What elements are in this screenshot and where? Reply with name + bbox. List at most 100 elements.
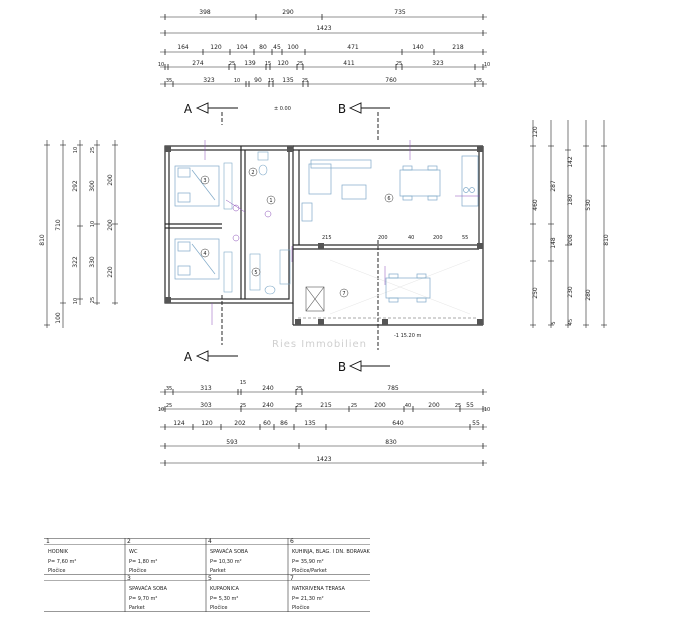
dim-label: 25 [240, 403, 246, 409]
legend-room-3: 3 SPAVAĆA SOBA P= 9,70 m² Parket [125, 575, 206, 612]
left-dimension-labels: 810 710 100 292 322 10 10 300 330 25 10 … [39, 147, 114, 324]
dim-label: 785 [387, 385, 399, 392]
legend-room-7: 7 NATKRIVENA TERASA P= 21,30 m² Pločice [288, 575, 370, 612]
level-note: -1 15.20 m [394, 333, 421, 339]
room-number-5: 5 [254, 270, 257, 276]
legend-room-name: KUHINJA, BLAG. I DN. BORAVAK [292, 549, 370, 555]
dim-label: 86 [280, 420, 288, 427]
top-dimension-labels: 398 290 735 1423 164 120 104 80 45 100 4… [158, 9, 490, 84]
bathroom-fixtures [249, 151, 291, 295]
dim-label: 25 [229, 61, 235, 67]
dim-label: 830 [385, 439, 397, 446]
legend-room-5: 5 KUPAONICA P= 5,30 m² Pločice [206, 575, 288, 612]
dim-label: 25 [302, 78, 308, 84]
legend-room-name: SPAVAĆA SOBA [129, 586, 167, 592]
dim-label: 25 [297, 61, 303, 67]
dim-label: 810 [39, 234, 46, 246]
dim-label: 640 [392, 420, 404, 427]
room-number-4: 4 [203, 251, 206, 257]
legend-room-floor: Pločice [129, 568, 147, 574]
dim-label: 142 [567, 156, 574, 168]
dim-label: 1423 [316, 456, 331, 463]
dim-label: 5 [551, 321, 557, 324]
top-dimension-chains [160, 14, 487, 87]
dim-label: 164 [177, 44, 189, 51]
legend-room-area: P= 7,60 m² [48, 559, 77, 565]
legend-room-floor: Pločice [210, 605, 228, 611]
dim-label: 55 [466, 402, 474, 409]
legend-room-area: P= 35,90 m² [292, 559, 324, 565]
dim-label: 120 [210, 44, 222, 51]
watermark: Ries Immobilien [272, 339, 367, 350]
legend-room-area: P= 5,30 m² [210, 596, 239, 602]
dim-label: 139 [244, 60, 256, 67]
dim-label: 240 [262, 402, 274, 409]
section-label-b-bottom: B [338, 360, 346, 374]
dim-label: 200 [433, 235, 443, 241]
dim-label: 274 [192, 60, 204, 67]
legend-room-floor: Parket [129, 605, 145, 611]
dim-label: 202 [234, 420, 246, 427]
legend-room-name: SPAVAĆA SOBA [210, 549, 248, 555]
dim-label: 120 [201, 420, 213, 427]
legend-room-number: 5 [208, 575, 212, 582]
dim-label: 208 [567, 234, 574, 246]
dim-label: 60 [263, 420, 271, 427]
dim-label: 35 [476, 78, 482, 84]
room-number-markers [200, 167, 394, 298]
dim-label: 10 [158, 62, 164, 68]
legend-room-floor: Pločice/Parket [292, 568, 327, 574]
dim-label: 10 [73, 298, 79, 304]
legend-room-number: 6 [290, 538, 294, 545]
dim-label: 398 [199, 9, 211, 16]
dim-label: 215 [322, 235, 332, 241]
dim-label: 323 [432, 60, 444, 67]
dim-label: 200 [107, 174, 114, 186]
left-dimension-chains [44, 140, 118, 328]
dim-label: 120 [277, 60, 289, 67]
dim-label: 25 [296, 403, 302, 409]
room-legend-table: 1 HODNIK P= 7,60 m² Pločice 2 WC P= 1,80… [44, 538, 370, 612]
dim-label: 471 [347, 44, 359, 51]
dim-label: 292 [72, 180, 79, 192]
dim-label: 240 [262, 385, 274, 392]
dim-label: 135 [304, 420, 316, 427]
dim-label: 104 [236, 44, 248, 51]
dim-label: 810 [603, 234, 610, 246]
dim-label: 25 [90, 147, 96, 153]
legend-room-number: 4 [208, 538, 212, 545]
dim-label: 323 [203, 77, 215, 84]
dim-label: 15 [240, 380, 246, 386]
level-note: ± 0.00 [274, 106, 291, 112]
dim-label: 735 [394, 9, 406, 16]
dim-label: 135 [282, 77, 294, 84]
dim-label: 200 [374, 402, 386, 409]
bottom-dimension-labels: 35 313 15 240 25 785 10 25 303 25 240 25… [158, 380, 490, 463]
dim-label: 760 [385, 77, 397, 84]
legend-grid [44, 538, 370, 612]
dim-label: 10 [234, 78, 240, 84]
dim-label: 530 [585, 199, 592, 211]
dim-label: 1423 [316, 25, 331, 32]
dim-label: 35 [166, 386, 172, 392]
interior-annotations [204, 140, 480, 325]
dim-label: 10 [158, 407, 164, 413]
section-label-a-top: A [184, 102, 193, 116]
dim-label: 218 [452, 44, 464, 51]
dim-label: 250 [532, 287, 539, 299]
dim-label: 287 [550, 180, 557, 192]
dim-label: 593 [226, 439, 238, 446]
dim-label: 140 [412, 44, 424, 51]
room-number-1: 1 [269, 198, 272, 204]
legend-room-floor: Parket [210, 568, 226, 574]
dim-label: 40 [405, 403, 411, 409]
dim-label: 15 [268, 78, 274, 84]
dim-label: 100 [287, 44, 299, 51]
right-dimension-chains [530, 120, 607, 328]
dim-label: 180 [567, 194, 574, 206]
dim-label: 10 [73, 147, 79, 153]
dim-label: 120 [532, 126, 539, 138]
dim-label: 290 [282, 9, 294, 16]
dim-label: 80 [259, 44, 267, 51]
